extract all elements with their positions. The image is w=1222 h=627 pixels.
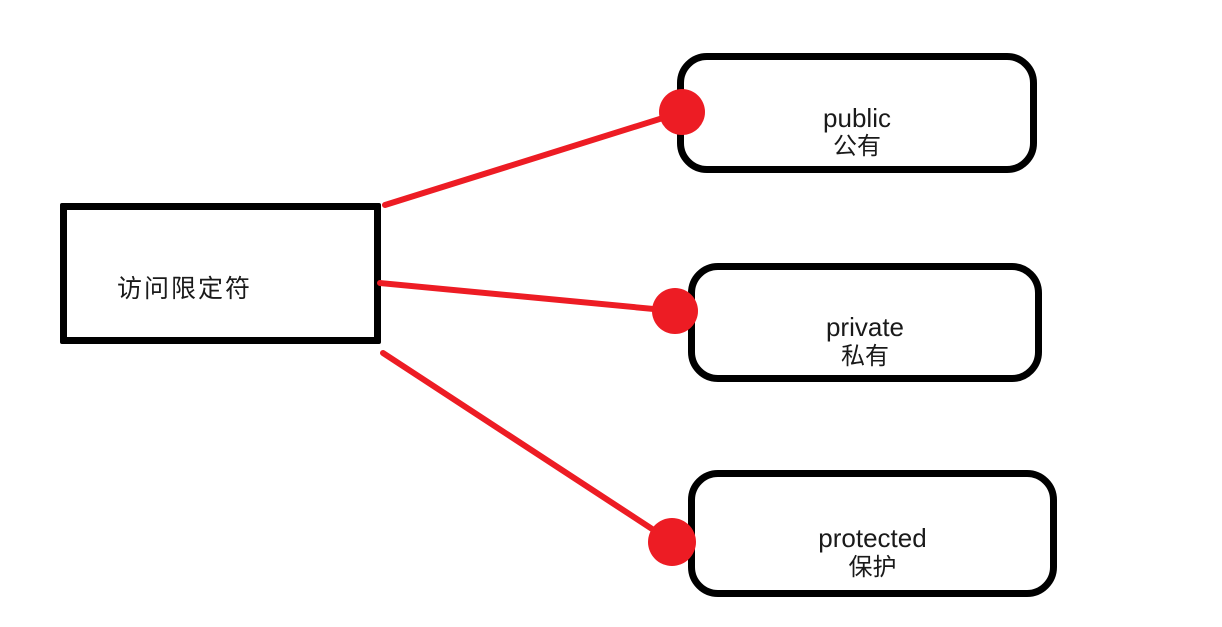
node-protected-label: protected 保护: [818, 523, 926, 582]
node-access-specifier: 访问限定符: [60, 203, 381, 344]
node-access-specifier-label: 访问限定符: [116, 274, 252, 303]
node-protected: protected 保护: [688, 470, 1057, 597]
node-private: private 私有: [688, 263, 1042, 382]
node-public-label-zh: 公有: [833, 133, 881, 161]
node-public-label: public 公有: [823, 103, 891, 162]
connector-line-public: [382, 109, 685, 208]
node-public-label-en: public: [823, 102, 891, 133]
node-protected-label-en: protected: [818, 523, 927, 553]
connector-line-private: [377, 280, 678, 314]
node-private-label-en: private: [825, 312, 905, 342]
node-private-label-zh: 私有: [840, 342, 889, 370]
connector-line-protected: [380, 350, 675, 545]
node-public: public 公有: [677, 53, 1037, 173]
node-protected-label-zh: 保护: [848, 553, 897, 581]
node-private-label: private 私有: [826, 312, 904, 371]
